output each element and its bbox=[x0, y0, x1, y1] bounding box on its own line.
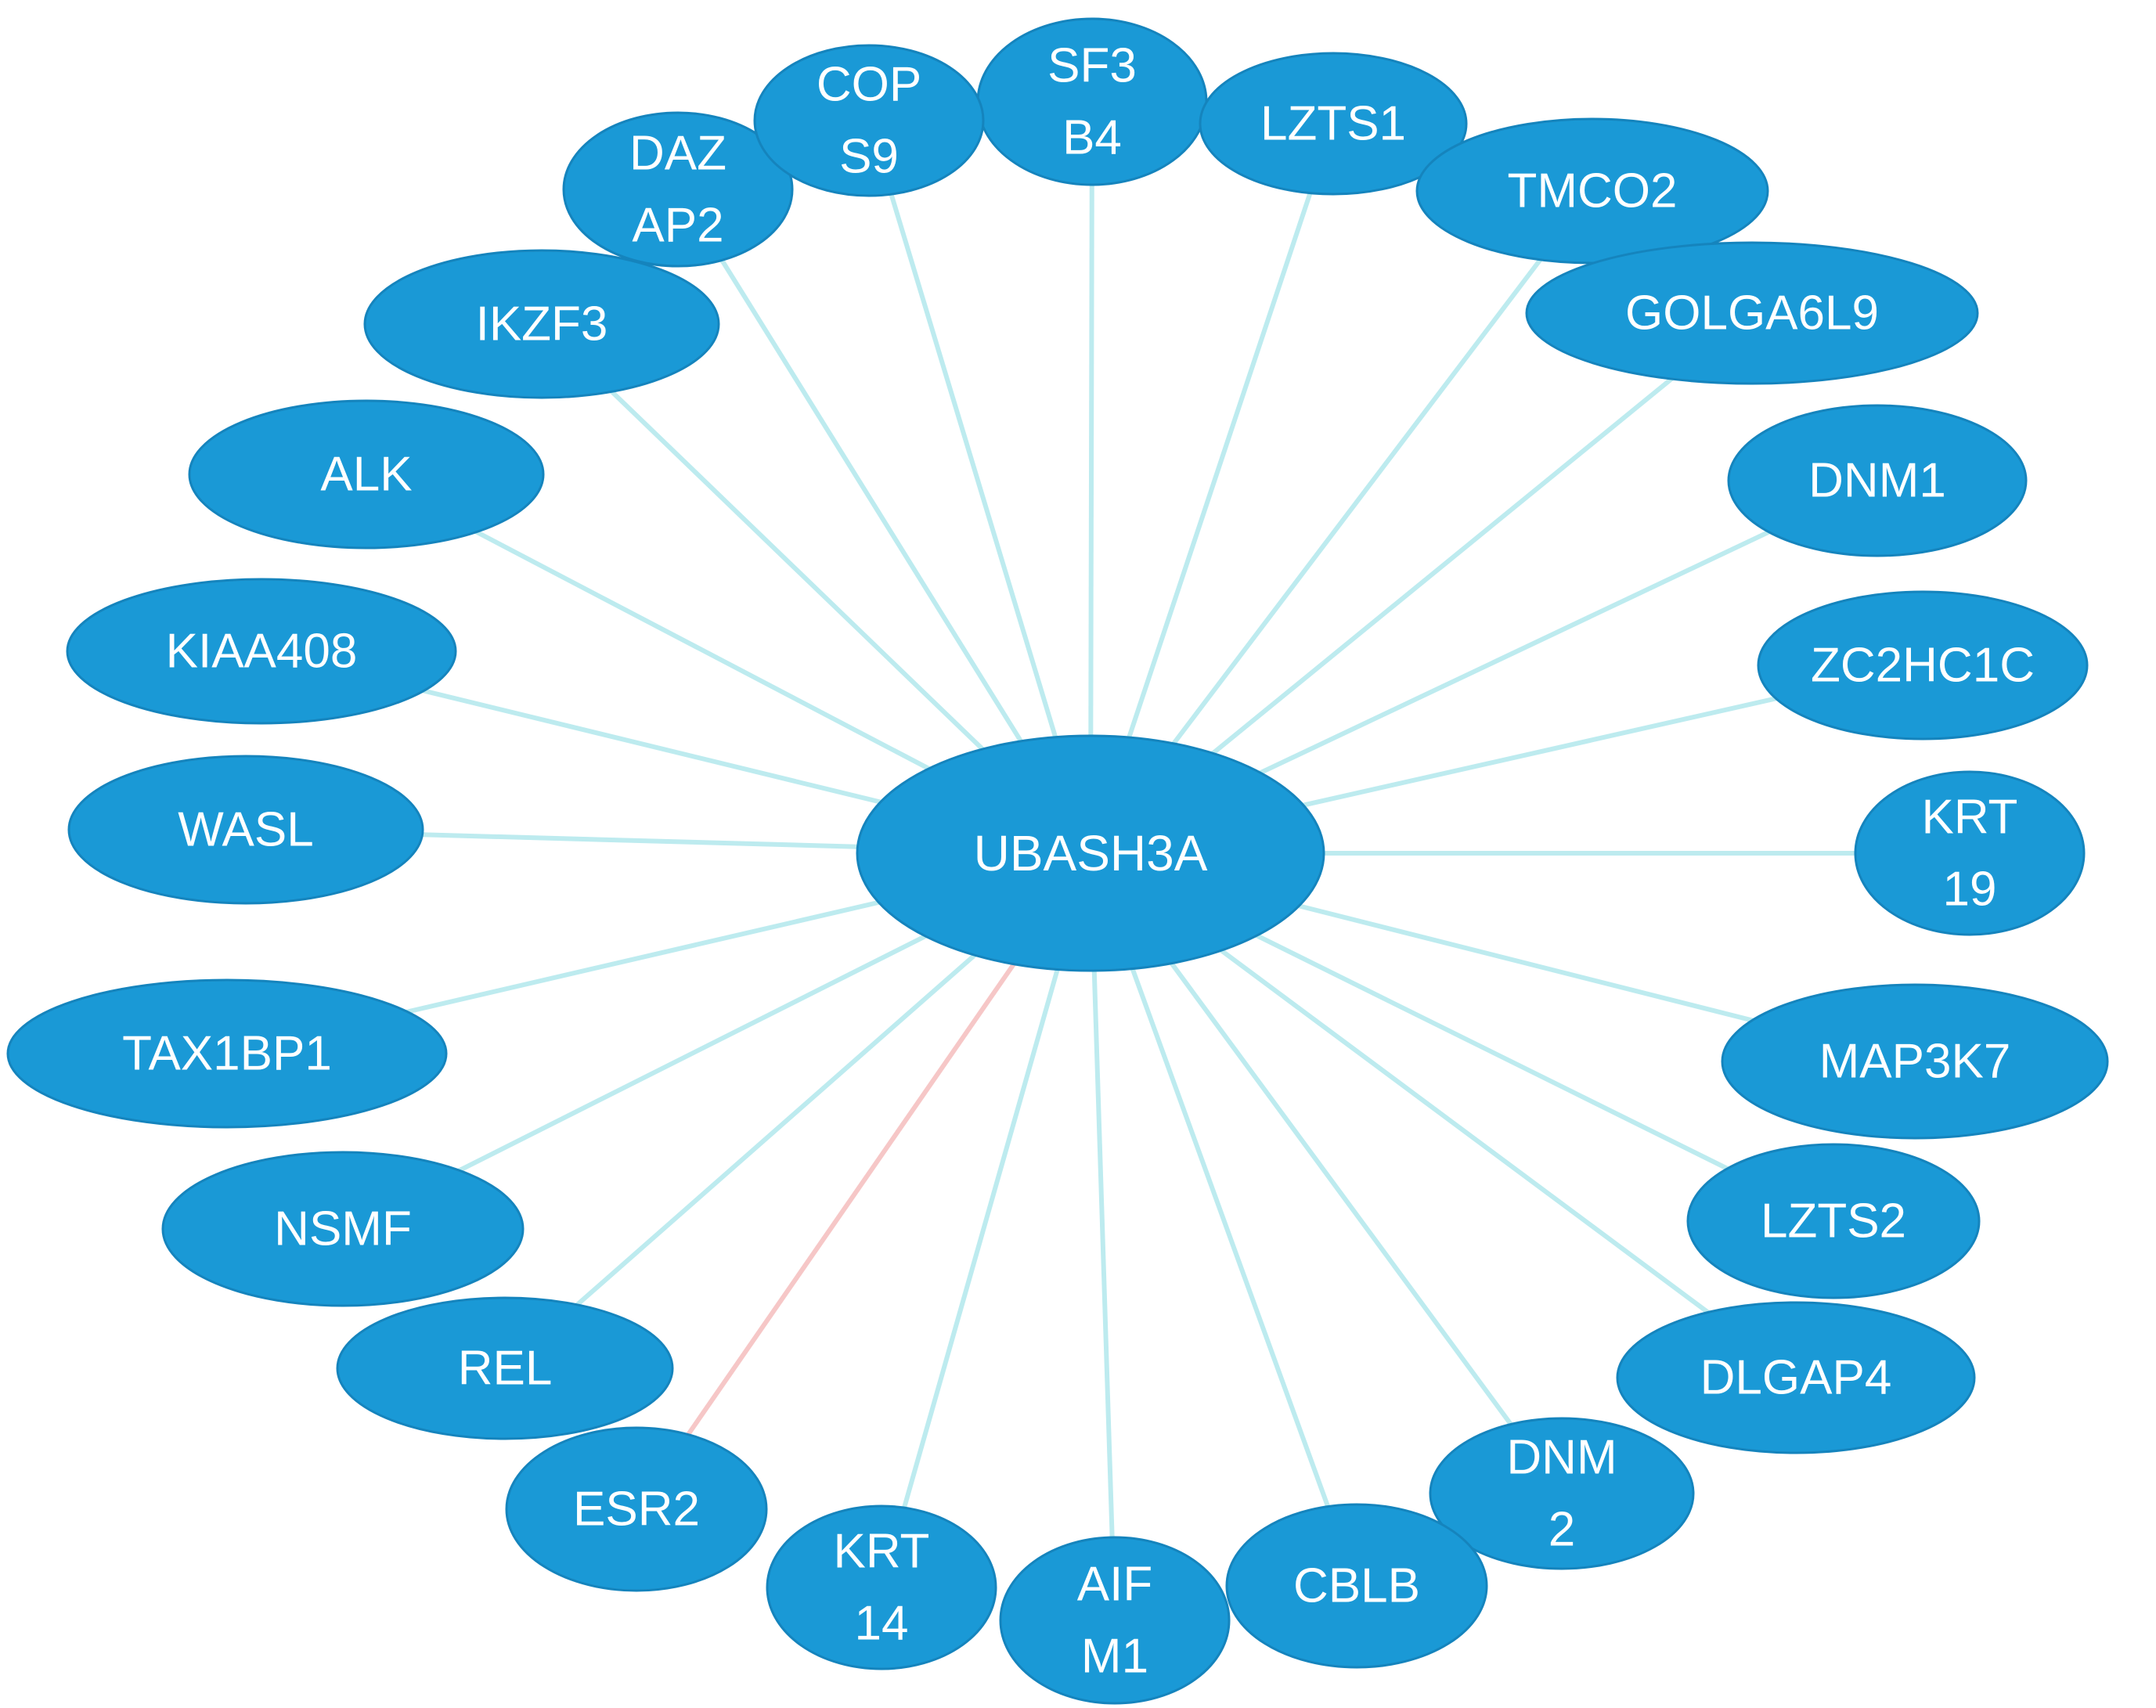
node-krt14: KRT 14 bbox=[766, 1504, 997, 1670]
node-label: B4 bbox=[1062, 111, 1122, 165]
edge-lzts1 bbox=[1088, 123, 1336, 854]
node-label: GOLGA6L9 bbox=[1625, 286, 1879, 341]
node-nsmf: NSMF bbox=[161, 1151, 525, 1307]
node-rel: REL bbox=[336, 1296, 674, 1440]
node-map3k7: MAP3K7 bbox=[1721, 983, 2109, 1140]
node-alk: ALK bbox=[188, 399, 545, 550]
node-ellipse bbox=[67, 755, 424, 905]
node-ellipse bbox=[856, 734, 1325, 972]
node-ellipse bbox=[505, 1426, 768, 1592]
node-label: NSMF bbox=[274, 1202, 412, 1256]
node-cops9: COP S9 bbox=[753, 44, 985, 197]
node-label: REL bbox=[458, 1342, 553, 1396]
node-ellipse bbox=[161, 1151, 525, 1307]
node-label: TMCO2 bbox=[1508, 164, 1678, 218]
node-aifm1: AIF M1 bbox=[999, 1536, 1231, 1705]
node-label: DNM bbox=[1506, 1431, 1617, 1485]
node-label: DAZ bbox=[629, 127, 726, 181]
node-ellipse bbox=[1727, 404, 2028, 557]
node-kiaa408: KIAA408 bbox=[66, 578, 457, 725]
node-label: IKZF3 bbox=[476, 297, 608, 351]
node-ellipse bbox=[188, 399, 545, 550]
node-label: KRT bbox=[834, 1525, 930, 1579]
node-ellipse bbox=[66, 578, 457, 725]
node-ellipse bbox=[6, 978, 448, 1129]
node-label: S9 bbox=[839, 130, 899, 184]
node-dazap2: DAZ AP2 bbox=[562, 111, 794, 268]
node-label: ZC2HC1C bbox=[1811, 639, 2035, 693]
node-ellipse bbox=[1199, 52, 1468, 196]
node-label: 14 bbox=[855, 1597, 909, 1651]
node-tax1bp1: TAX1BP1 bbox=[6, 978, 448, 1129]
node-ellipse bbox=[363, 249, 720, 399]
node-label: SF3 bbox=[1047, 39, 1137, 93]
node-label: LZTS1 bbox=[1260, 97, 1406, 151]
center-node-ubash3a: UBASH3A bbox=[856, 734, 1325, 972]
node-wasl: WASL bbox=[67, 755, 424, 905]
node-ellipse bbox=[1525, 241, 1979, 385]
node-label: AP2 bbox=[632, 199, 723, 253]
node-ellipse bbox=[753, 44, 985, 197]
node-label: 2 bbox=[1548, 1503, 1575, 1557]
node-label: UBASH3A bbox=[974, 825, 1208, 881]
node-dnm1: DNM1 bbox=[1727, 404, 2028, 557]
node-label: WASL bbox=[178, 803, 313, 857]
node-label: DLGAP4 bbox=[1700, 1351, 1892, 1405]
node-label: 19 bbox=[1943, 863, 1997, 917]
node-zc2hc1c: ZC2HC1C bbox=[1757, 590, 2089, 740]
node-ellipse bbox=[1225, 1503, 1488, 1669]
node-label: KIAA408 bbox=[166, 625, 358, 679]
node-ellipse bbox=[1686, 1143, 1981, 1299]
node-lzts2: LZTS2 bbox=[1686, 1143, 1981, 1299]
node-cblb: CBLB bbox=[1225, 1503, 1488, 1669]
node-ellipse bbox=[562, 111, 794, 268]
node-tmco2: TMCO2 bbox=[1415, 117, 1769, 265]
node-golga6l9: GOLGA6L9 bbox=[1525, 241, 1979, 385]
edge-krt14 bbox=[879, 852, 1093, 1588]
node-label: MAP3K7 bbox=[1819, 1035, 2011, 1089]
node-label: TAX1BP1 bbox=[122, 1027, 332, 1081]
edge-cblb bbox=[1088, 852, 1359, 1587]
edge-cops9 bbox=[867, 120, 1093, 854]
edge-sf3b4 bbox=[1088, 101, 1094, 854]
node-label: DNM1 bbox=[1808, 454, 1946, 508]
node-label: ESR2 bbox=[573, 1483, 700, 1537]
node-label: KRT bbox=[1922, 791, 2018, 845]
node-esr2: ESR2 bbox=[505, 1426, 768, 1592]
node-krt19: KRT 19 bbox=[1854, 770, 2086, 936]
node-ellipse bbox=[999, 1536, 1231, 1705]
node-ellipse bbox=[766, 1504, 997, 1670]
node-lzts1: LZTS1 bbox=[1199, 52, 1468, 196]
node-label: AIF bbox=[1077, 1558, 1152, 1612]
node-ellipse bbox=[1721, 983, 2109, 1140]
node-label: ALK bbox=[320, 448, 412, 502]
node-ellipse bbox=[1429, 1417, 1695, 1570]
node-dnm2: DNM 2 bbox=[1429, 1417, 1695, 1570]
node-ellipse bbox=[336, 1296, 674, 1440]
node-ikzf3: IKZF3 bbox=[363, 249, 720, 399]
node-ellipse bbox=[1616, 1301, 1976, 1454]
node-label: M1 bbox=[1081, 1630, 1148, 1684]
node-ellipse bbox=[1757, 590, 2089, 740]
node-dlgap4: DLGAP4 bbox=[1616, 1301, 1976, 1454]
node-label: LZTS2 bbox=[1761, 1195, 1906, 1249]
edge-aifm1 bbox=[1088, 852, 1117, 1621]
node-ellipse bbox=[1854, 770, 2086, 936]
node-label: CBLB bbox=[1293, 1559, 1420, 1613]
node-label: COP bbox=[817, 58, 921, 112]
